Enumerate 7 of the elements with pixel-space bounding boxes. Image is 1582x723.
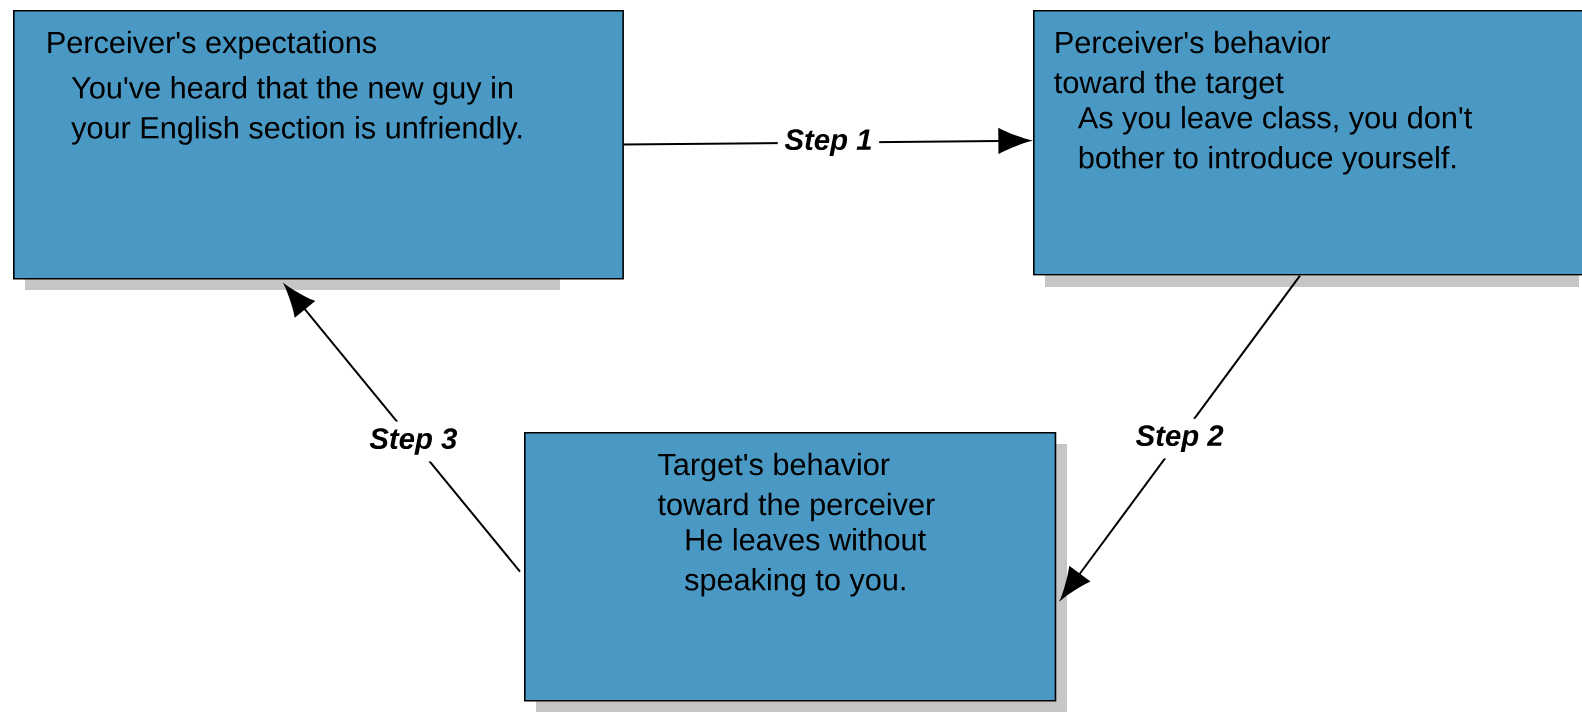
process-box: Perceiver's expectations You've heard that the new guy in your English section is unfriendly. — [13, 10, 624, 280]
process-box: Perceiver's behavior toward the target As you leave class, you don't bother to introduce yourself. — [1033, 10, 1582, 276]
process-box: Target's behavior toward the perceiver He leaves without speaking to you. — [524, 432, 1057, 702]
arrow — [284, 284, 521, 573]
edge-label: Step 3 — [362, 421, 465, 462]
arrow — [1060, 274, 1301, 600]
edge-label: Step 2 — [1128, 418, 1231, 459]
